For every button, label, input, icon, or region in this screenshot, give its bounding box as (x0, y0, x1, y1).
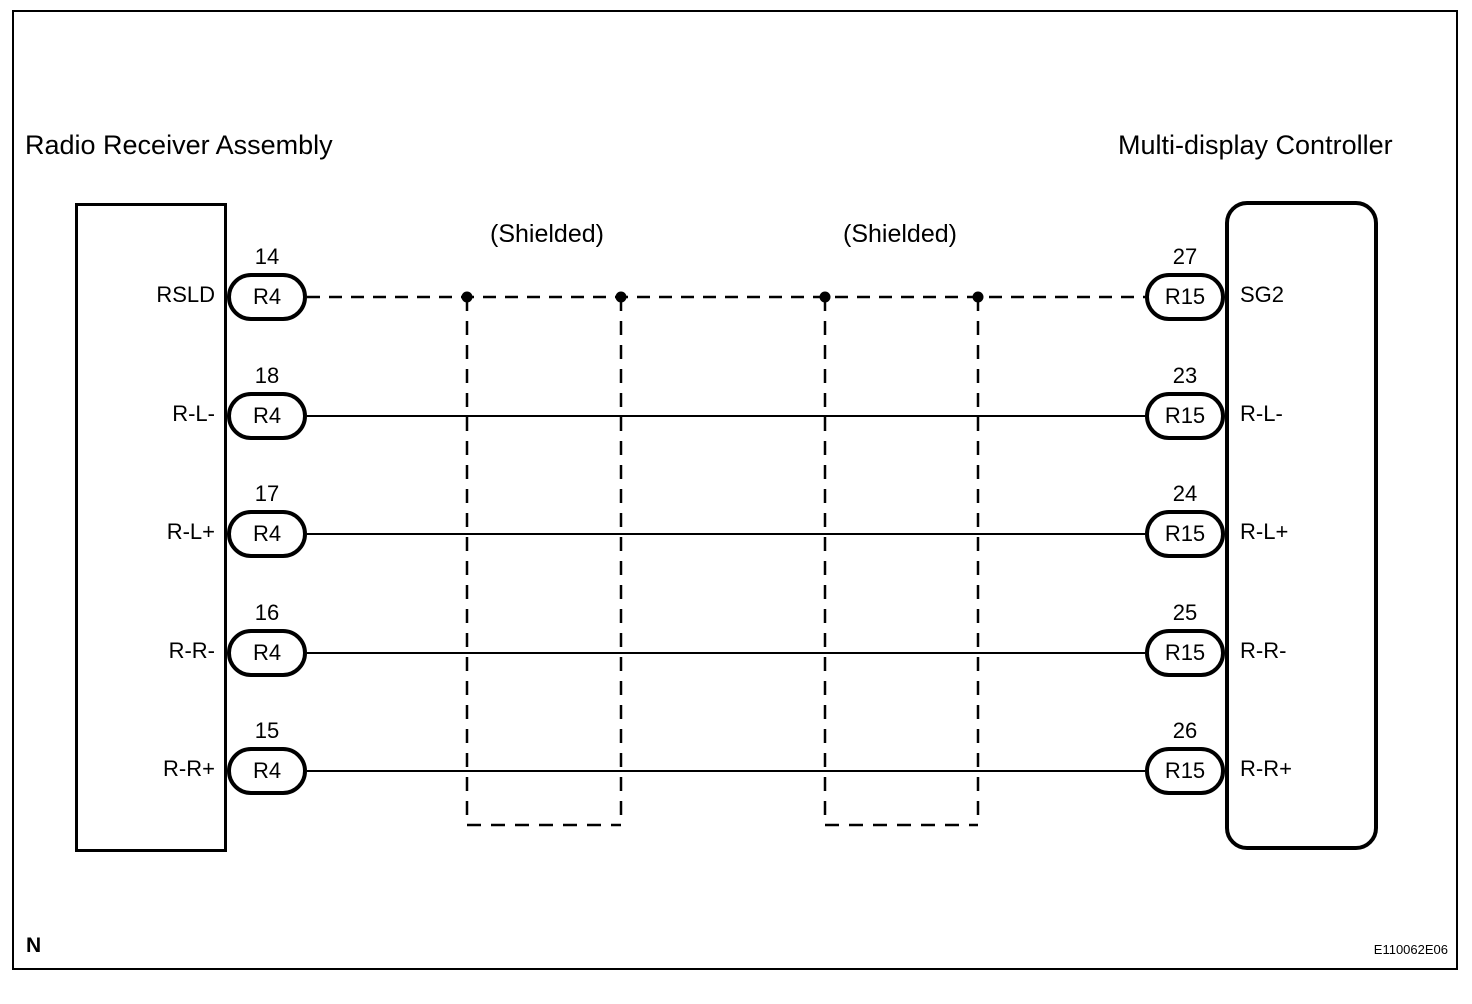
left-pin-number: 17 (254, 481, 280, 506)
left-component-title: Radio Receiver Assembly (25, 130, 333, 160)
right-wire-label: SG2 (1240, 282, 1285, 307)
right-connector-terminal: R15 (1145, 392, 1225, 440)
left-connector-terminal: R4 (227, 747, 307, 795)
junction-dot (615, 291, 627, 303)
left-pin-number: 15 (254, 718, 280, 743)
right-pin-number: 25 (1172, 600, 1198, 625)
junction-dot (972, 291, 984, 303)
right-connector-terminal: R15 (1145, 510, 1225, 558)
junction-dot (461, 291, 473, 303)
page-border (12, 10, 1458, 970)
left-pin-number: 18 (254, 363, 280, 388)
left-connector-terminal: R4 (227, 629, 307, 677)
left-wire-label: R-R+ (163, 756, 215, 781)
radio-receiver-connector-box (75, 203, 227, 852)
figure-code: E110062E06 (1373, 942, 1448, 957)
right-component-title: Multi-display Controller (1118, 130, 1393, 160)
left-connector-terminal: R4 (227, 273, 307, 321)
left-wire-label: R-R- (168, 638, 215, 663)
left-wire-label: R-L- (172, 401, 215, 426)
left-pin-number: 14 (254, 244, 280, 269)
right-wire-label: R-L- (1240, 401, 1283, 426)
right-wire-label: R-R- (1240, 638, 1287, 663)
right-wire-label: R-R+ (1240, 756, 1292, 781)
left-pin-number: 16 (254, 600, 280, 625)
multi-display-controller-connector-box (1225, 201, 1378, 850)
right-wire-label: R-L+ (1240, 519, 1289, 544)
left-wire-label: RSLD (156, 282, 215, 307)
left-connector-terminal: R4 (227, 510, 307, 558)
shield-caption-2: (Shielded) (843, 220, 957, 248)
shield-caption-1: (Shielded) (490, 220, 604, 248)
section-marker-n: N (26, 934, 42, 957)
right-pin-number: 23 (1172, 363, 1198, 388)
left-connector-terminal: R4 (227, 392, 307, 440)
left-wire-label: R-L+ (166, 519, 215, 544)
right-pin-number: 26 (1172, 718, 1198, 743)
junction-dot (819, 291, 831, 303)
right-connector-terminal: R15 (1145, 273, 1225, 321)
right-connector-terminal: R15 (1145, 747, 1225, 795)
right-pin-number: 27 (1172, 244, 1198, 269)
right-connector-terminal: R15 (1145, 629, 1225, 677)
right-pin-number: 24 (1172, 481, 1198, 506)
